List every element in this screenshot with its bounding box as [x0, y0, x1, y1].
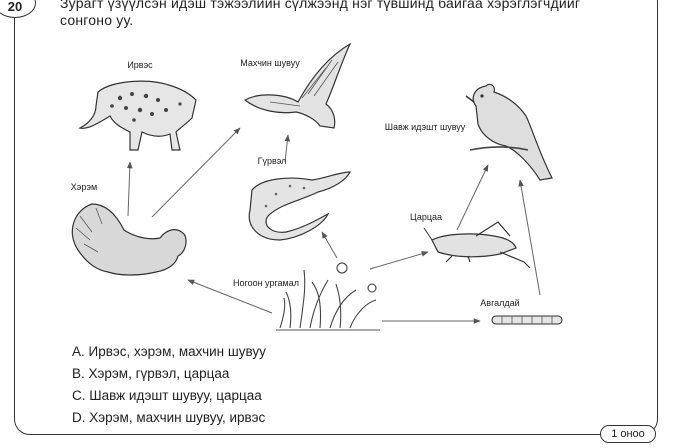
label-leopard: Ирвэс	[127, 60, 153, 70]
question-number: 20	[0, 0, 36, 18]
option-a[interactable]: А. Ирвэс, хэрэм, махчин шувуу	[72, 344, 266, 359]
arrow-caterpillar-to-insectbird	[518, 179, 541, 296]
question-text: Зурагт үзүүлсэн идэш тэжээлийн сүлжээнд …	[60, 0, 650, 29]
arrow-squirrel-to-leopard	[126, 161, 133, 217]
food-web-arrows	[126, 127, 541, 324]
caterpillar-icon	[491, 315, 563, 325]
arrow-squirrel-to-eagle	[151, 127, 241, 218]
arrow-plants-to-squirrel	[187, 279, 273, 314]
squirrel-icon	[71, 203, 187, 276]
arrow-plants-to-lizard	[321, 231, 338, 259]
insectivorous-bird-icon	[465, 83, 553, 181]
arrow-grasshopper-to-insectbird	[456, 164, 489, 231]
label-eagle-line: Махчин шувуу	[240, 58, 300, 68]
plants-icon	[276, 262, 380, 331]
option-c[interactable]: С. Шавж идэшт шувуу, царцаа	[72, 388, 262, 403]
label-caterpillar: Авгалдай	[480, 298, 519, 308]
label-lizard: Гүрвэл	[258, 156, 287, 166]
label-plants-line: Ногоон ургамал	[233, 278, 299, 288]
option-d[interactable]: D. Хэрэм, махчин шувуу, ирвэс	[72, 410, 266, 425]
label-plants: Ногоон ургамал	[233, 278, 299, 288]
leopard-icon	[78, 80, 197, 151]
lizard-icon	[248, 171, 351, 241]
answer-options: А. Ирвэс, хэрэм, махчин шувуу В. Хэрэм, …	[72, 341, 266, 429]
arrow-lizard-to-eagle	[284, 134, 291, 163]
grasshopper-icon	[423, 221, 531, 269]
label-eagle: Махчин шувуу	[240, 58, 300, 68]
label-insectivorous-bird: Шавж идэшт шувуу	[385, 122, 466, 132]
eagle-icon	[243, 42, 352, 129]
question-frame	[14, 0, 658, 435]
score-badge: 1 оноо	[600, 425, 656, 443]
arrow-plants-to-grasshopper	[369, 251, 429, 270]
label-squirrel: Хэрэм	[71, 182, 97, 192]
label-grasshopper: Царцаа	[410, 212, 442, 222]
question-line-2: сонгоно уу.	[60, 12, 134, 28]
question-line-1: Зурагт үзүүлсэн идэш тэжээлийн сүлжээнд …	[60, 0, 581, 11]
option-b[interactable]: В. Хэрэм, гүрвэл, царцаа	[72, 366, 230, 381]
